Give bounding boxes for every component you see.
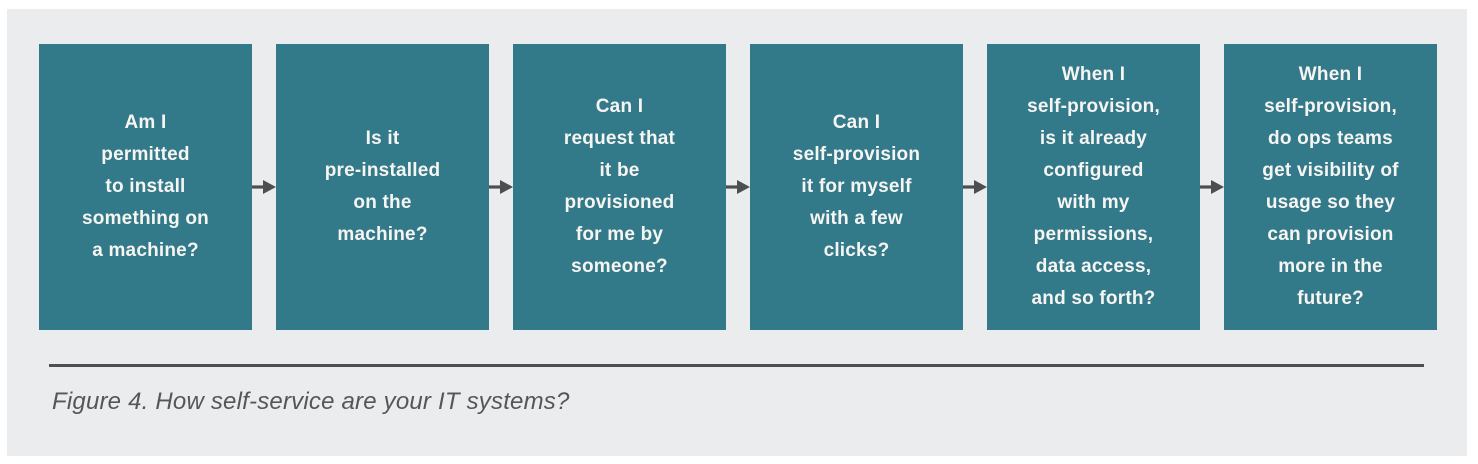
arrow-right-icon [252,44,276,330]
arrow-right-icon [726,44,750,330]
figure-caption: Figure 4. How self-service are your IT s… [52,388,570,415]
flow-step-2-label: Is it pre-installed on the machine? [324,128,441,245]
flow-step-5-label: When I self-provision, is it already con… [1027,64,1160,309]
figure-panel: Am I permitted to install something on a… [7,9,1467,456]
arrow-right-icon [1200,44,1224,330]
flow-step-2: Is it pre-installed on the machine? [276,44,489,330]
flow-step-1-label: Am I permitted to install something on a… [82,112,209,261]
flow-step-4: Can I self-provision it for myself with … [750,44,963,330]
flow-step-4-label: Can I self-provision it for myself with … [792,112,921,261]
flow-step-5: When I self-provision, is it already con… [987,44,1200,330]
flow-step-3: Can I request that it be provisioned for… [513,44,726,330]
caption-divider [49,364,1424,367]
arrow-right-icon [489,44,513,330]
flow-step-1: Am I permitted to install something on a… [39,44,252,330]
flow-step-6-label: When I self-provision, do ops teams get … [1262,64,1399,309]
arrow-right-icon [963,44,987,330]
flow-diagram: Am I permitted to install something on a… [39,44,1437,330]
flow-step-6: When I self-provision, do ops teams get … [1224,44,1437,330]
flow-step-3-label: Can I request that it be provisioned for… [563,96,676,277]
